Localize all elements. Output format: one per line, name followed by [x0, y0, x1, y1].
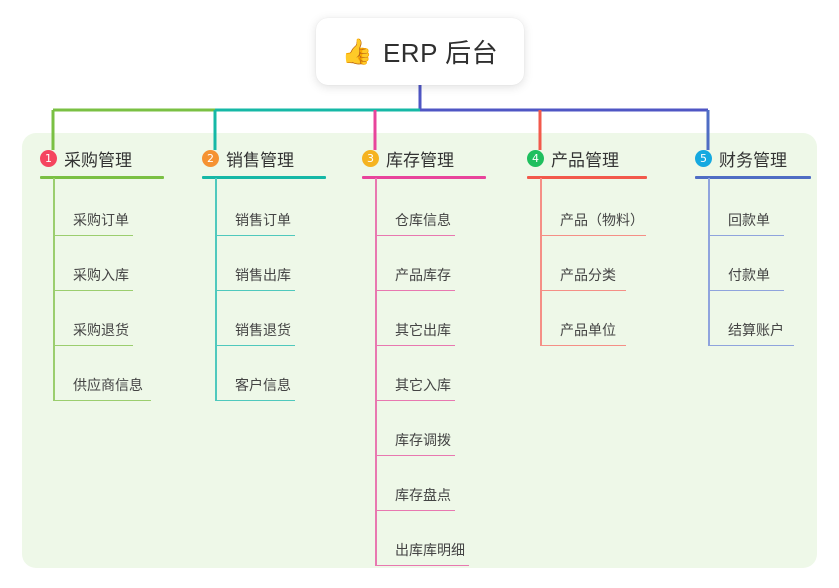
column-title-5: 财务管理: [719, 151, 787, 170]
leaf-item[interactable]: 库存调拨: [375, 422, 465, 456]
leaf-item[interactable]: 销售出库: [215, 257, 305, 291]
leaf-label: 产品（物料）: [560, 212, 644, 228]
leaf-rule: [215, 234, 295, 236]
column-badge-5: 5: [695, 150, 712, 167]
column-rule-1: [40, 176, 164, 179]
leaf-label: 回款单: [728, 212, 770, 228]
leaf-label: 采购入库: [73, 267, 129, 283]
leaf-label: 销售订单: [235, 212, 291, 228]
leaf-item[interactable]: 销售订单: [215, 202, 305, 236]
column-header-2[interactable]: 2 销售管理: [202, 146, 294, 171]
leaf-label: 仓库信息: [395, 212, 451, 228]
diagram-panel: [22, 133, 817, 568]
leaf-item[interactable]: 库存盘点: [375, 477, 465, 511]
leaf-label: 结算账户: [728, 322, 784, 338]
leaf-label: 出库库明细: [395, 542, 465, 558]
column-title-4: 产品管理: [551, 151, 619, 170]
page-title: ERP 后台: [382, 38, 499, 68]
leaf-rule: [375, 344, 455, 346]
leaf-rule: [215, 289, 295, 291]
column-header-5[interactable]: 5 财务管理: [695, 146, 787, 171]
leaf-item[interactable]: 出库库明细: [375, 532, 479, 566]
root-title-card[interactable]: 👍 ERP 后台: [316, 18, 524, 85]
column-title-1: 采购管理: [64, 151, 132, 170]
column-badge-4: 4: [527, 150, 544, 167]
leaf-rule: [708, 289, 784, 291]
leaf-item[interactable]: 产品分类: [540, 257, 636, 291]
column-header-3[interactable]: 3 库存管理: [362, 146, 454, 171]
leaf-rule: [375, 454, 455, 456]
leaf-rule: [53, 289, 133, 291]
leaf-rule: [708, 344, 794, 346]
leaf-rule: [375, 399, 455, 401]
leaf-item[interactable]: 采购退货: [53, 312, 143, 346]
leaf-label: 库存调拨: [395, 432, 451, 448]
leaf-item[interactable]: 销售退货: [215, 312, 305, 346]
column-rule-3: [362, 176, 486, 179]
leaf-label: 供应商信息: [73, 377, 143, 393]
column-container: 1 采购管理采购订单采购入库采购退货供应商信息 2 销售管理销售订单销售出库销售退货客…: [22, 133, 817, 568]
leaf-label: 销售出库: [235, 267, 291, 283]
leaf-rule: [375, 509, 455, 511]
leaf-label: 产品单位: [560, 322, 616, 338]
leaf-rule: [375, 234, 455, 236]
leaf-rule: [540, 289, 626, 291]
leaf-label: 库存盘点: [395, 487, 451, 503]
leaf-rule: [53, 399, 151, 401]
leaf-item[interactable]: 结算账户: [708, 312, 804, 346]
leaf-rule: [53, 344, 133, 346]
leaf-label: 其它入库: [395, 377, 451, 393]
column-spine-4: [540, 178, 542, 346]
column-badge-3: 3: [362, 150, 379, 167]
leaf-item[interactable]: 其它入库: [375, 367, 465, 401]
leaf-rule: [375, 289, 455, 291]
column-rule-4: [527, 176, 647, 179]
leaf-item[interactable]: 产品库存: [375, 257, 465, 291]
column-badge-1: 1: [40, 150, 57, 167]
leaf-item[interactable]: 采购入库: [53, 257, 143, 291]
leaf-rule: [215, 399, 295, 401]
leaf-item[interactable]: 其它出库: [375, 312, 465, 346]
leaf-label: 付款单: [728, 267, 770, 283]
leaf-label: 客户信息: [235, 377, 291, 393]
leaf-label: 产品分类: [560, 267, 616, 283]
leaf-label: 产品库存: [395, 267, 451, 283]
leaf-rule: [540, 344, 626, 346]
column-spine-3: [375, 178, 377, 566]
leaf-item[interactable]: 产品（物料）: [540, 202, 656, 236]
column-header-1[interactable]: 1 采购管理: [40, 146, 132, 171]
leaf-label: 销售退货: [235, 322, 291, 338]
column-header-4[interactable]: 4 产品管理: [527, 146, 619, 171]
thumbs-up-icon: 👍: [341, 38, 373, 66]
column-title-3: 库存管理: [386, 151, 454, 170]
leaf-rule: [375, 564, 469, 566]
column-rule-2: [202, 176, 326, 179]
leaf-label: 采购订单: [73, 212, 129, 228]
column-rule-5: [695, 176, 811, 179]
leaf-label: 其它出库: [395, 322, 451, 338]
column-title-2: 销售管理: [226, 151, 294, 170]
leaf-rule: [708, 234, 784, 236]
leaf-item[interactable]: 供应商信息: [53, 367, 161, 401]
leaf-rule: [53, 234, 133, 236]
leaf-item[interactable]: 仓库信息: [375, 202, 465, 236]
leaf-item[interactable]: 采购订单: [53, 202, 143, 236]
column-spine-5: [708, 178, 710, 346]
leaf-item[interactable]: 客户信息: [215, 367, 305, 401]
leaf-item[interactable]: 付款单: [708, 257, 794, 291]
leaf-rule: [540, 234, 646, 236]
leaf-rule: [215, 344, 295, 346]
leaf-label: 采购退货: [73, 322, 129, 338]
leaf-item[interactable]: 产品单位: [540, 312, 636, 346]
column-badge-2: 2: [202, 150, 219, 167]
leaf-item[interactable]: 回款单: [708, 202, 794, 236]
